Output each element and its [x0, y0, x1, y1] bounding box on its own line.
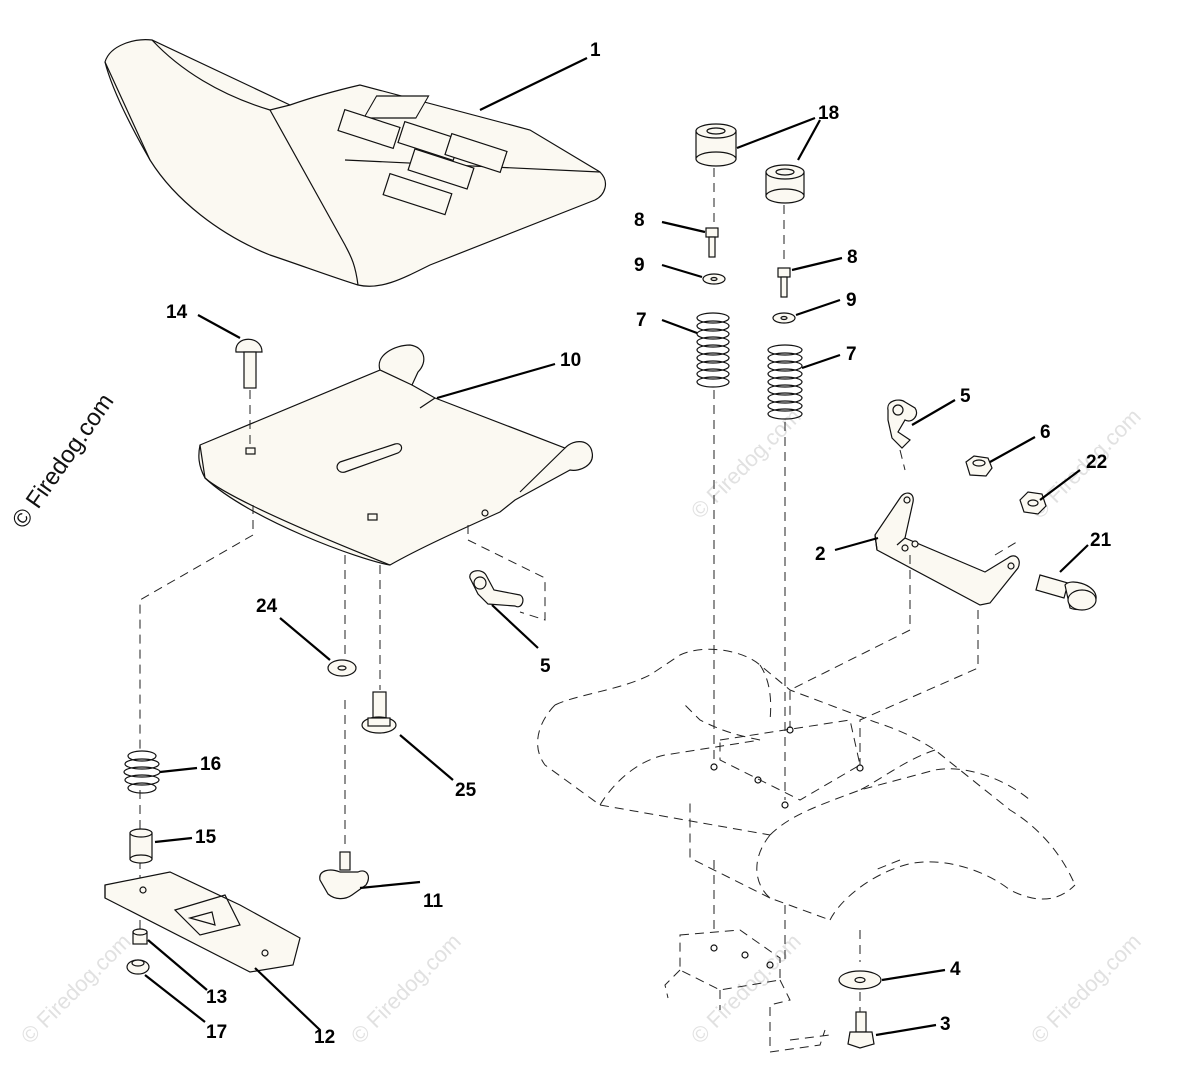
frame-outline	[537, 648, 1076, 1053]
callout-22: 22	[1086, 452, 1107, 473]
watermark: © Firedog.com	[346, 929, 466, 1049]
leader-2	[834, 536, 879, 552]
screw-8-left-part	[705, 227, 719, 258]
watermark: © Firedog.com	[1026, 929, 1146, 1049]
callout-6: 6	[1040, 422, 1051, 443]
callout-7a: 7	[636, 310, 647, 331]
nut-22-part	[1019, 491, 1047, 515]
washer-9-left-part	[702, 273, 726, 285]
bolt-3-part	[847, 1011, 875, 1049]
nut-17-part	[126, 959, 150, 975]
leader-10	[436, 362, 556, 400]
copyright-text: © Firedog.com	[7, 389, 120, 534]
callout-9a: 9	[634, 255, 645, 276]
leader-21	[1059, 544, 1089, 573]
callout-7b: 7	[846, 344, 857, 365]
bumper-left-part	[695, 123, 737, 167]
leader-18a	[736, 116, 816, 150]
callout-4: 4	[950, 959, 961, 980]
callout-11: 11	[423, 891, 444, 912]
clip-right-part	[887, 399, 918, 449]
callout-2: 2	[815, 544, 826, 565]
callout-17: 17	[206, 1022, 227, 1043]
leader-7b	[801, 353, 841, 370]
watermark: © Firedog.com	[686, 929, 806, 1049]
spacer-15-part	[129, 828, 153, 864]
plate-part	[104, 871, 301, 973]
callout-15: 15	[195, 827, 217, 848]
watermark: © Firedog.com	[686, 404, 806, 524]
leader-13	[147, 939, 208, 991]
clip-left-part	[469, 570, 524, 608]
callout-5b: 5	[960, 386, 971, 407]
callout-12: 12	[314, 1027, 335, 1048]
leader-7a	[661, 318, 698, 335]
leader-5a	[491, 604, 539, 649]
callout-3: 3	[940, 1014, 951, 1035]
leader-5b	[911, 399, 956, 426]
washer-9-right-part	[772, 312, 796, 324]
leader-9b	[795, 298, 841, 317]
callout-24: 24	[256, 596, 278, 617]
leader-24	[279, 617, 331, 661]
spring-7-left-part	[696, 312, 730, 388]
spring-7-right-part	[767, 344, 803, 420]
leader-8b	[791, 256, 843, 272]
screw-8-right-part	[777, 267, 791, 298]
washer-4-part	[838, 970, 882, 990]
leader-12	[254, 967, 321, 1031]
leader-16	[159, 766, 198, 774]
callout-13: 13	[206, 987, 227, 1008]
callout-10: 10	[560, 350, 581, 371]
seat-pan-part	[198, 344, 593, 566]
leader-8a	[661, 220, 706, 234]
callout-8b: 8	[847, 247, 858, 268]
callout-21: 21	[1090, 530, 1112, 551]
seat-part	[104, 39, 607, 287]
callout-14: 14	[166, 302, 188, 323]
leader-17	[144, 974, 206, 1023]
nut-6-part	[965, 455, 993, 477]
callout-8a: 8	[634, 210, 645, 231]
callout-25: 25	[455, 780, 477, 801]
leader-4	[881, 968, 946, 982]
callout-9b: 9	[846, 290, 857, 311]
bumper-right-part	[765, 164, 805, 204]
callout-1: 1	[590, 40, 601, 61]
callout-18: 18	[818, 103, 839, 124]
leader-15	[154, 836, 193, 844]
knob-part	[319, 851, 370, 900]
carriage-bolt-part	[235, 338, 263, 389]
nut-13-part	[132, 928, 148, 945]
washer-24-hole	[337, 665, 347, 671]
spring-16-part	[123, 750, 161, 794]
bolt-21-part	[1035, 574, 1097, 611]
leader-22	[1039, 469, 1081, 501]
leader-11	[359, 880, 421, 890]
shoulder-bolt-part	[361, 691, 397, 734]
leader-18b	[797, 119, 821, 161]
leader-3	[875, 1023, 937, 1037]
leader-9a	[661, 263, 703, 279]
leader-14	[197, 314, 241, 339]
leader-25	[399, 734, 454, 781]
watermark: © Firedog.com	[16, 929, 136, 1049]
bracket-part	[874, 492, 1020, 606]
callout-5a: 5	[540, 656, 551, 677]
leader-1	[479, 57, 588, 111]
leader-6	[989, 436, 1036, 463]
callout-16: 16	[200, 754, 221, 775]
watermarks: © Firedog.com © Firedog.com © Firedog.co…	[16, 404, 1146, 1049]
